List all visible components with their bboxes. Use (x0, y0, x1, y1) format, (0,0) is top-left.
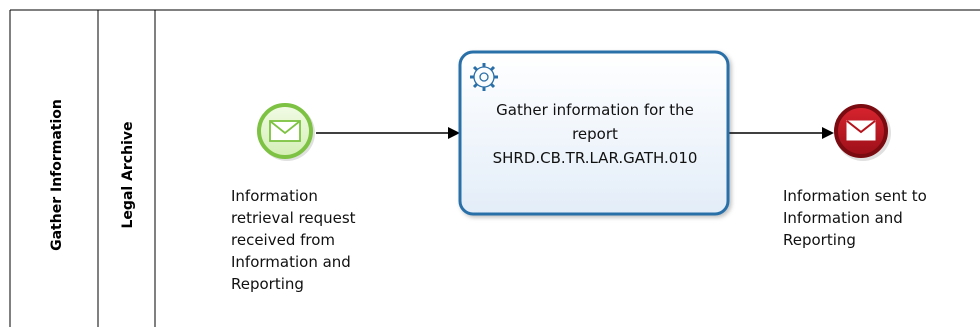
task-label-line: report (572, 125, 618, 143)
end-event-label-line: Information sent to (783, 187, 927, 205)
start-event-label-line: Information and (231, 253, 351, 271)
gear-icon (470, 63, 498, 91)
end-event-label-line: Information and (783, 209, 903, 227)
start-event-label-line: Reporting (231, 275, 304, 293)
task-label-line: SHRD.CB.TR.LAR.GATH.010 (492, 149, 698, 167)
service-task[interactable] (458, 50, 730, 216)
task-label-line: Gather information for the (496, 101, 694, 119)
message-start-event[interactable] (257, 103, 315, 161)
lane-label: Legal Archive (120, 122, 136, 229)
start-event-label-line: received from (231, 231, 336, 249)
start-event-label: Information retrieval request received f… (231, 185, 356, 295)
envelope-icon (846, 120, 876, 141)
end-event-label: Information sent to Information and Repo… (783, 185, 927, 251)
message-end-event[interactable] (834, 104, 891, 161)
start-event-label-line: retrieval request (231, 209, 356, 227)
start-event-label-line: Information (231, 187, 318, 205)
pool-label: Gather Information (49, 99, 65, 251)
envelope-icon (269, 120, 301, 142)
end-event-label-line: Reporting (783, 231, 856, 249)
task-label: Gather information for the report SHRD.C… (462, 98, 728, 170)
